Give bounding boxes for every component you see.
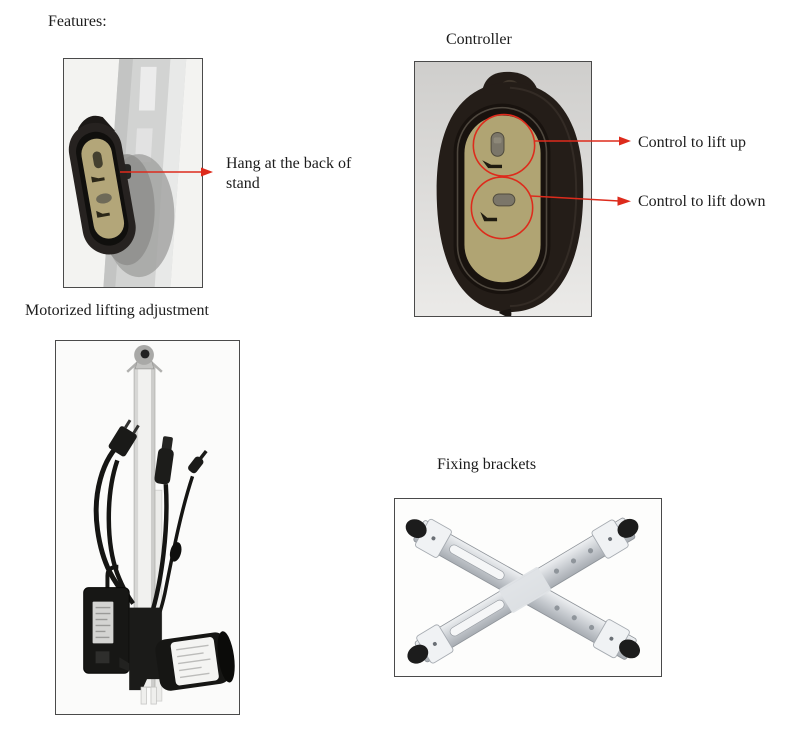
down-button <box>96 193 112 204</box>
hang-at-back-photo <box>63 58 203 288</box>
foot-knob <box>617 518 639 538</box>
recline-up-icon <box>482 160 503 169</box>
fixing-brackets-photo <box>394 498 662 677</box>
page-title: Features: <box>48 13 107 30</box>
brackets-caption: Fixing brackets <box>437 456 537 473</box>
center-bend <box>499 567 552 613</box>
dc-plug <box>188 449 208 474</box>
lift-down-highlight-circle <box>470 176 534 240</box>
motor-caption: Motorized lifting adjustment <box>25 302 209 319</box>
slot <box>449 599 505 637</box>
motor-actuator-photo <box>55 340 240 715</box>
lift-up-button <box>490 131 505 157</box>
lift-up-annotation: Control to lift up <box>638 134 746 151</box>
lift-down-callout-arrow-icon <box>530 195 631 206</box>
hang-photo-illustration <box>64 59 202 287</box>
controller-caption: Controller <box>446 31 512 48</box>
ferrite-bead <box>169 542 182 562</box>
hang-callout-arrow-icon <box>120 167 213 177</box>
power-cord <box>93 438 130 600</box>
hanging-controller <box>68 115 136 255</box>
motor-cylinder <box>155 631 235 691</box>
bracket-arm-b <box>407 517 639 664</box>
lift-up-highlight-circle <box>472 113 536 177</box>
actuator-illustration <box>56 341 239 714</box>
mains-plug <box>108 419 140 457</box>
hang-annotation: Hang at the back of stand <box>226 154 351 194</box>
lift-up-callout-arrow-icon <box>534 136 631 146</box>
cable-connector <box>154 436 174 485</box>
tube-clamp <box>129 607 162 691</box>
lift-down-annotation: Control to lift down <box>638 193 766 210</box>
foot-knob <box>405 519 427 539</box>
adapter-label <box>92 601 114 644</box>
actuator-tube <box>134 366 155 688</box>
clevis-hole <box>140 349 150 359</box>
hang-annotation-line1: Hang at the back of <box>226 155 352 172</box>
brackets-illustration <box>395 499 661 676</box>
up-button <box>92 151 103 169</box>
controller-photo <box>414 61 592 317</box>
controller-illustration <box>415 62 591 316</box>
foot-knob <box>407 644 429 664</box>
foot-knob <box>619 639 641 659</box>
slot <box>449 544 505 580</box>
lift-down-button <box>492 193 516 207</box>
recline-down-icon <box>480 211 498 222</box>
hang-annotation-line2: stand <box>226 175 260 192</box>
